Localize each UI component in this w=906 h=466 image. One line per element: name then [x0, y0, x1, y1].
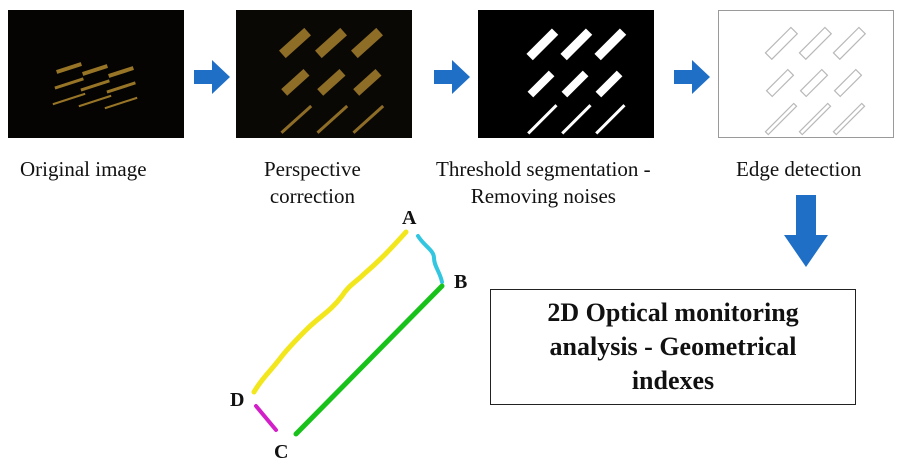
vertex-label-b: B [454, 271, 468, 293]
step-caption-original: Original image [20, 157, 147, 181]
arrow-down-icon [784, 195, 828, 267]
step-caption-perspective: Perspective correction [264, 157, 361, 208]
original-image-panel [8, 10, 184, 138]
vertex-label-c: C [274, 441, 289, 463]
edge-ab [416, 234, 444, 284]
contour-diagram [251, 229, 445, 437]
vertex-label-a: A [402, 207, 417, 229]
perspective-correction-panel [236, 10, 412, 138]
arrow-right-icon [434, 60, 470, 94]
edge-da [251, 229, 409, 395]
threshold-segmentation-panel [478, 10, 654, 138]
result-title: 2D Optical monitoring analysis - Geometr… [547, 298, 799, 395]
result-box: 2D Optical monitoring analysis - Geometr… [490, 289, 856, 405]
arrow-right-icon [674, 60, 710, 94]
step-caption-threshold: Threshold segmentation - Removing noises [436, 157, 651, 208]
edge-bc [293, 283, 445, 437]
edge-detection-panel [718, 10, 894, 138]
arrow-right-icon [194, 60, 230, 94]
edge-cd [254, 404, 278, 432]
step-caption-edge: Edge detection [736, 157, 862, 181]
vertex-label-d: D [230, 389, 245, 411]
